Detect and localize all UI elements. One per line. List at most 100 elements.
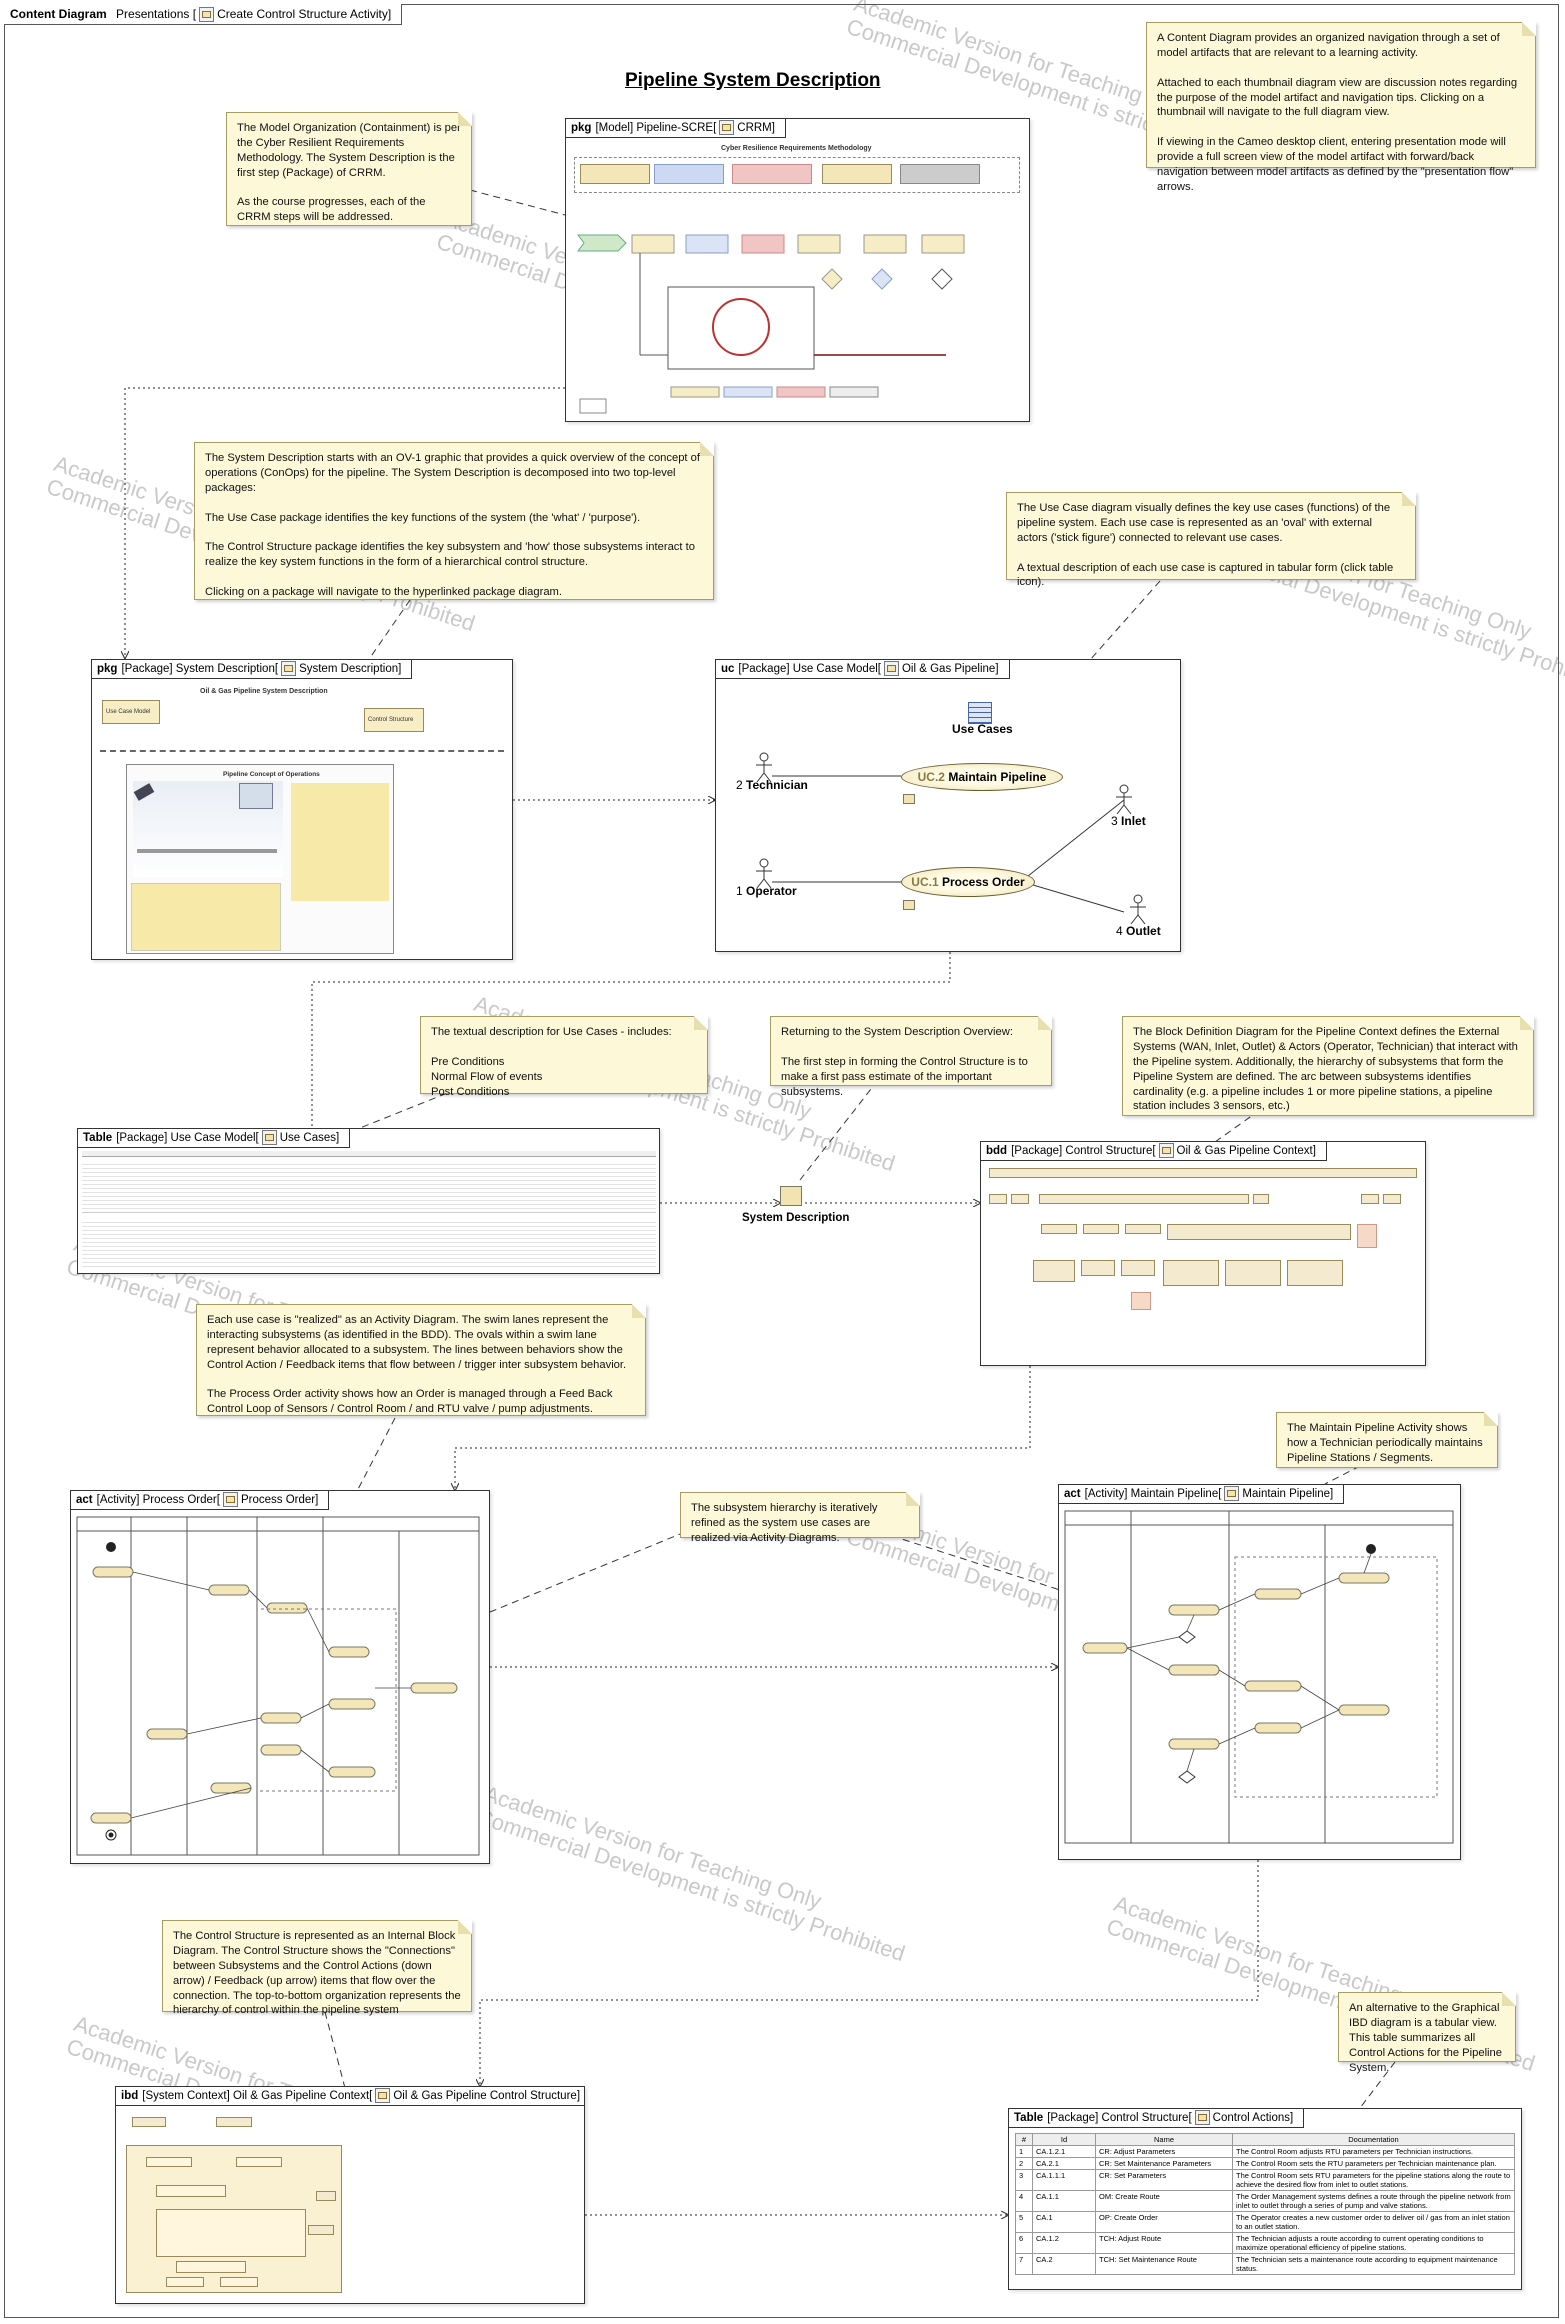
- actor-technician-icon: [754, 752, 774, 784]
- uc-table-row-1: [82, 1161, 656, 1213]
- documentation-cell: The Technician sets a maintenance route …: [1232, 2253, 1515, 2275]
- note-control-structure-ibd: The Control Structure is represented as …: [162, 1920, 472, 2016]
- ibd-part: [220, 2277, 258, 2287]
- package-use-case-model[interactable]: Use Case Model: [102, 700, 160, 724]
- crrm-step-band: [574, 157, 1020, 193]
- actor-outlet-icon: [1128, 894, 1148, 926]
- bdd-block: [1163, 1260, 1219, 1286]
- note-textual-description: The textual description for Use Cases - …: [420, 1016, 708, 1098]
- diagram-header: pkg[Model] Pipeline-SCRE[CRRM]: [566, 119, 786, 138]
- actor-outlet[interactable]: 4 Outlet: [1116, 924, 1161, 938]
- name-cell: OM: Create Route: [1095, 2190, 1233, 2212]
- thumbnail-activity-maintain-pipeline[interactable]: act[Activity] Maintain Pipeline[Maintain…: [1058, 1484, 1461, 1860]
- actor-inlet-icon: [1114, 784, 1134, 816]
- activity-link-icon[interactable]: [903, 794, 915, 804]
- activity-icon: [222, 1492, 238, 1508]
- bdd-block: [1125, 1224, 1161, 1234]
- ibd-part: [156, 2185, 226, 2197]
- frame-path: Presentations: [116, 7, 190, 21]
- system-description-link-icon[interactable]: [780, 1186, 802, 1206]
- crrm-flow-sketch: [577, 234, 965, 414]
- bdd-block: [1253, 1194, 1269, 1204]
- thumbnail-ibd-control-structure[interactable]: ibd[System Context] Oil & Gas Pipeline C…: [115, 2086, 585, 2304]
- note-maintain-pipeline: The Maintain Pipeline Activity shows how…: [1276, 1412, 1498, 1468]
- uc-table-header: [82, 1151, 656, 1157]
- id-cell: CA.1: [1032, 2211, 1096, 2233]
- presentation-icon: [199, 7, 215, 23]
- activity-icon: [1224, 1486, 1240, 1502]
- table-icon: [261, 1130, 277, 1146]
- use-case-process-order[interactable]: UC.1 Process Order: [901, 867, 1035, 897]
- context-icon: [1158, 1143, 1174, 1159]
- frame-kind: Content Diagram: [10, 7, 107, 21]
- bdd-block-highlight: [1357, 1224, 1377, 1248]
- frame-name: Create Control Structure Activity: [217, 7, 388, 21]
- number-cell: 6: [1015, 2232, 1033, 2254]
- diagram-header: act[Activity] Process Order[Process Orde…: [71, 1491, 330, 1510]
- bdd-block: [1033, 1260, 1075, 1282]
- actor-operator-icon: [754, 858, 774, 890]
- thumbnail-control-actions-table[interactable]: Table[Package] Control Structure[Control…: [1008, 2108, 1522, 2290]
- process-order-swimlanes: [76, 1516, 480, 1856]
- ibd-part: [308, 2225, 334, 2235]
- actor-technician[interactable]: 2 Technician: [736, 778, 808, 792]
- bdd-block: [1121, 1260, 1155, 1276]
- ibd-part: [236, 2157, 282, 2167]
- thumbnail-system-description-package[interactable]: pkg[Package] System Description[System D…: [91, 659, 513, 960]
- crrm-step-5: [900, 164, 980, 184]
- id-cell: CA.1.2: [1032, 2232, 1096, 2254]
- col-number: #: [1015, 2133, 1033, 2146]
- thumbnail-crrm-package-diagram[interactable]: pkg[Model] Pipeline-SCRE[CRRM] Cyber Res…: [565, 118, 1030, 422]
- package-control-structure[interactable]: Control Structure: [364, 708, 424, 732]
- thumbnail-use-case-diagram[interactable]: uc[Package] Use Case Model[Oil & Gas Pip…: [715, 659, 1181, 952]
- bdd-block: [1039, 1194, 1249, 1204]
- crrm-step-2: [654, 164, 724, 184]
- bdd-block: [1011, 1194, 1029, 1204]
- note-returning-overview: Returning to the System Description Over…: [770, 1016, 1052, 1098]
- ibd-part: [156, 2209, 306, 2257]
- table-icon[interactable]: [968, 702, 992, 724]
- use-cases-table-label[interactable]: Use Cases: [952, 722, 1013, 736]
- crrm-step-3: [732, 164, 812, 184]
- ibd-part: [316, 2191, 336, 2201]
- bdd-block: [1167, 1224, 1351, 1240]
- ibd-part: [166, 2277, 204, 2287]
- bdd-block: [989, 1194, 1007, 1204]
- documentation-cell: The Operator creates a new customer orde…: [1232, 2211, 1515, 2233]
- sysdesc-inner-title: Oil & Gas Pipeline System Description: [200, 688, 328, 695]
- table-header-row: # Id Name Documentation: [1015, 2133, 1515, 2146]
- name-cell: TCH: Adjust Route: [1095, 2232, 1233, 2254]
- id-cell: CA.1.1.1: [1032, 2169, 1096, 2191]
- documentation-cell: The Control Room adjusts RTU parameters …: [1232, 2145, 1515, 2158]
- thumbnail-activity-process-order[interactable]: act[Activity] Process Order[Process Orde…: [70, 1490, 490, 1864]
- diagram-header: uc[Package] Use Case Model[Oil & Gas Pip…: [716, 660, 1010, 679]
- col-id: Id: [1032, 2133, 1096, 2146]
- use-case-maintain-pipeline[interactable]: UC.2 Maintain Pipeline: [901, 763, 1063, 791]
- name-cell: TCH: Set Maintenance Route: [1095, 2253, 1233, 2275]
- activity-link-icon[interactable]: [903, 900, 915, 910]
- number-cell: 3: [1015, 2169, 1033, 2191]
- ibd-part: [132, 2117, 166, 2127]
- ibd-part: [176, 2261, 246, 2273]
- page-title: Pipeline System Description: [625, 70, 881, 91]
- documentation-cell: The Control Room sets the RTU parameters…: [1232, 2157, 1515, 2170]
- actor-inlet[interactable]: 3 Inlet: [1111, 814, 1146, 828]
- bdd-block: [1361, 1194, 1379, 1204]
- use-case-associations: [772, 775, 1125, 913]
- system-description-link[interactable]: System Description: [742, 1212, 850, 1224]
- bdd-block: [1081, 1260, 1115, 1276]
- number-cell: 1: [1015, 2145, 1033, 2158]
- package-icon: [281, 661, 297, 677]
- thumbnail-use-cases-table[interactable]: Table[Package] Use Case Model[Use Cases]: [77, 1128, 660, 1274]
- actor-operator[interactable]: 1 Operator: [736, 884, 797, 898]
- number-cell: 5: [1015, 2211, 1033, 2233]
- thumbnail-bdd-pipeline-context[interactable]: bdd[Package] Control Structure[Oil & Gas…: [980, 1141, 1426, 1366]
- number-cell: 4: [1015, 2190, 1033, 2212]
